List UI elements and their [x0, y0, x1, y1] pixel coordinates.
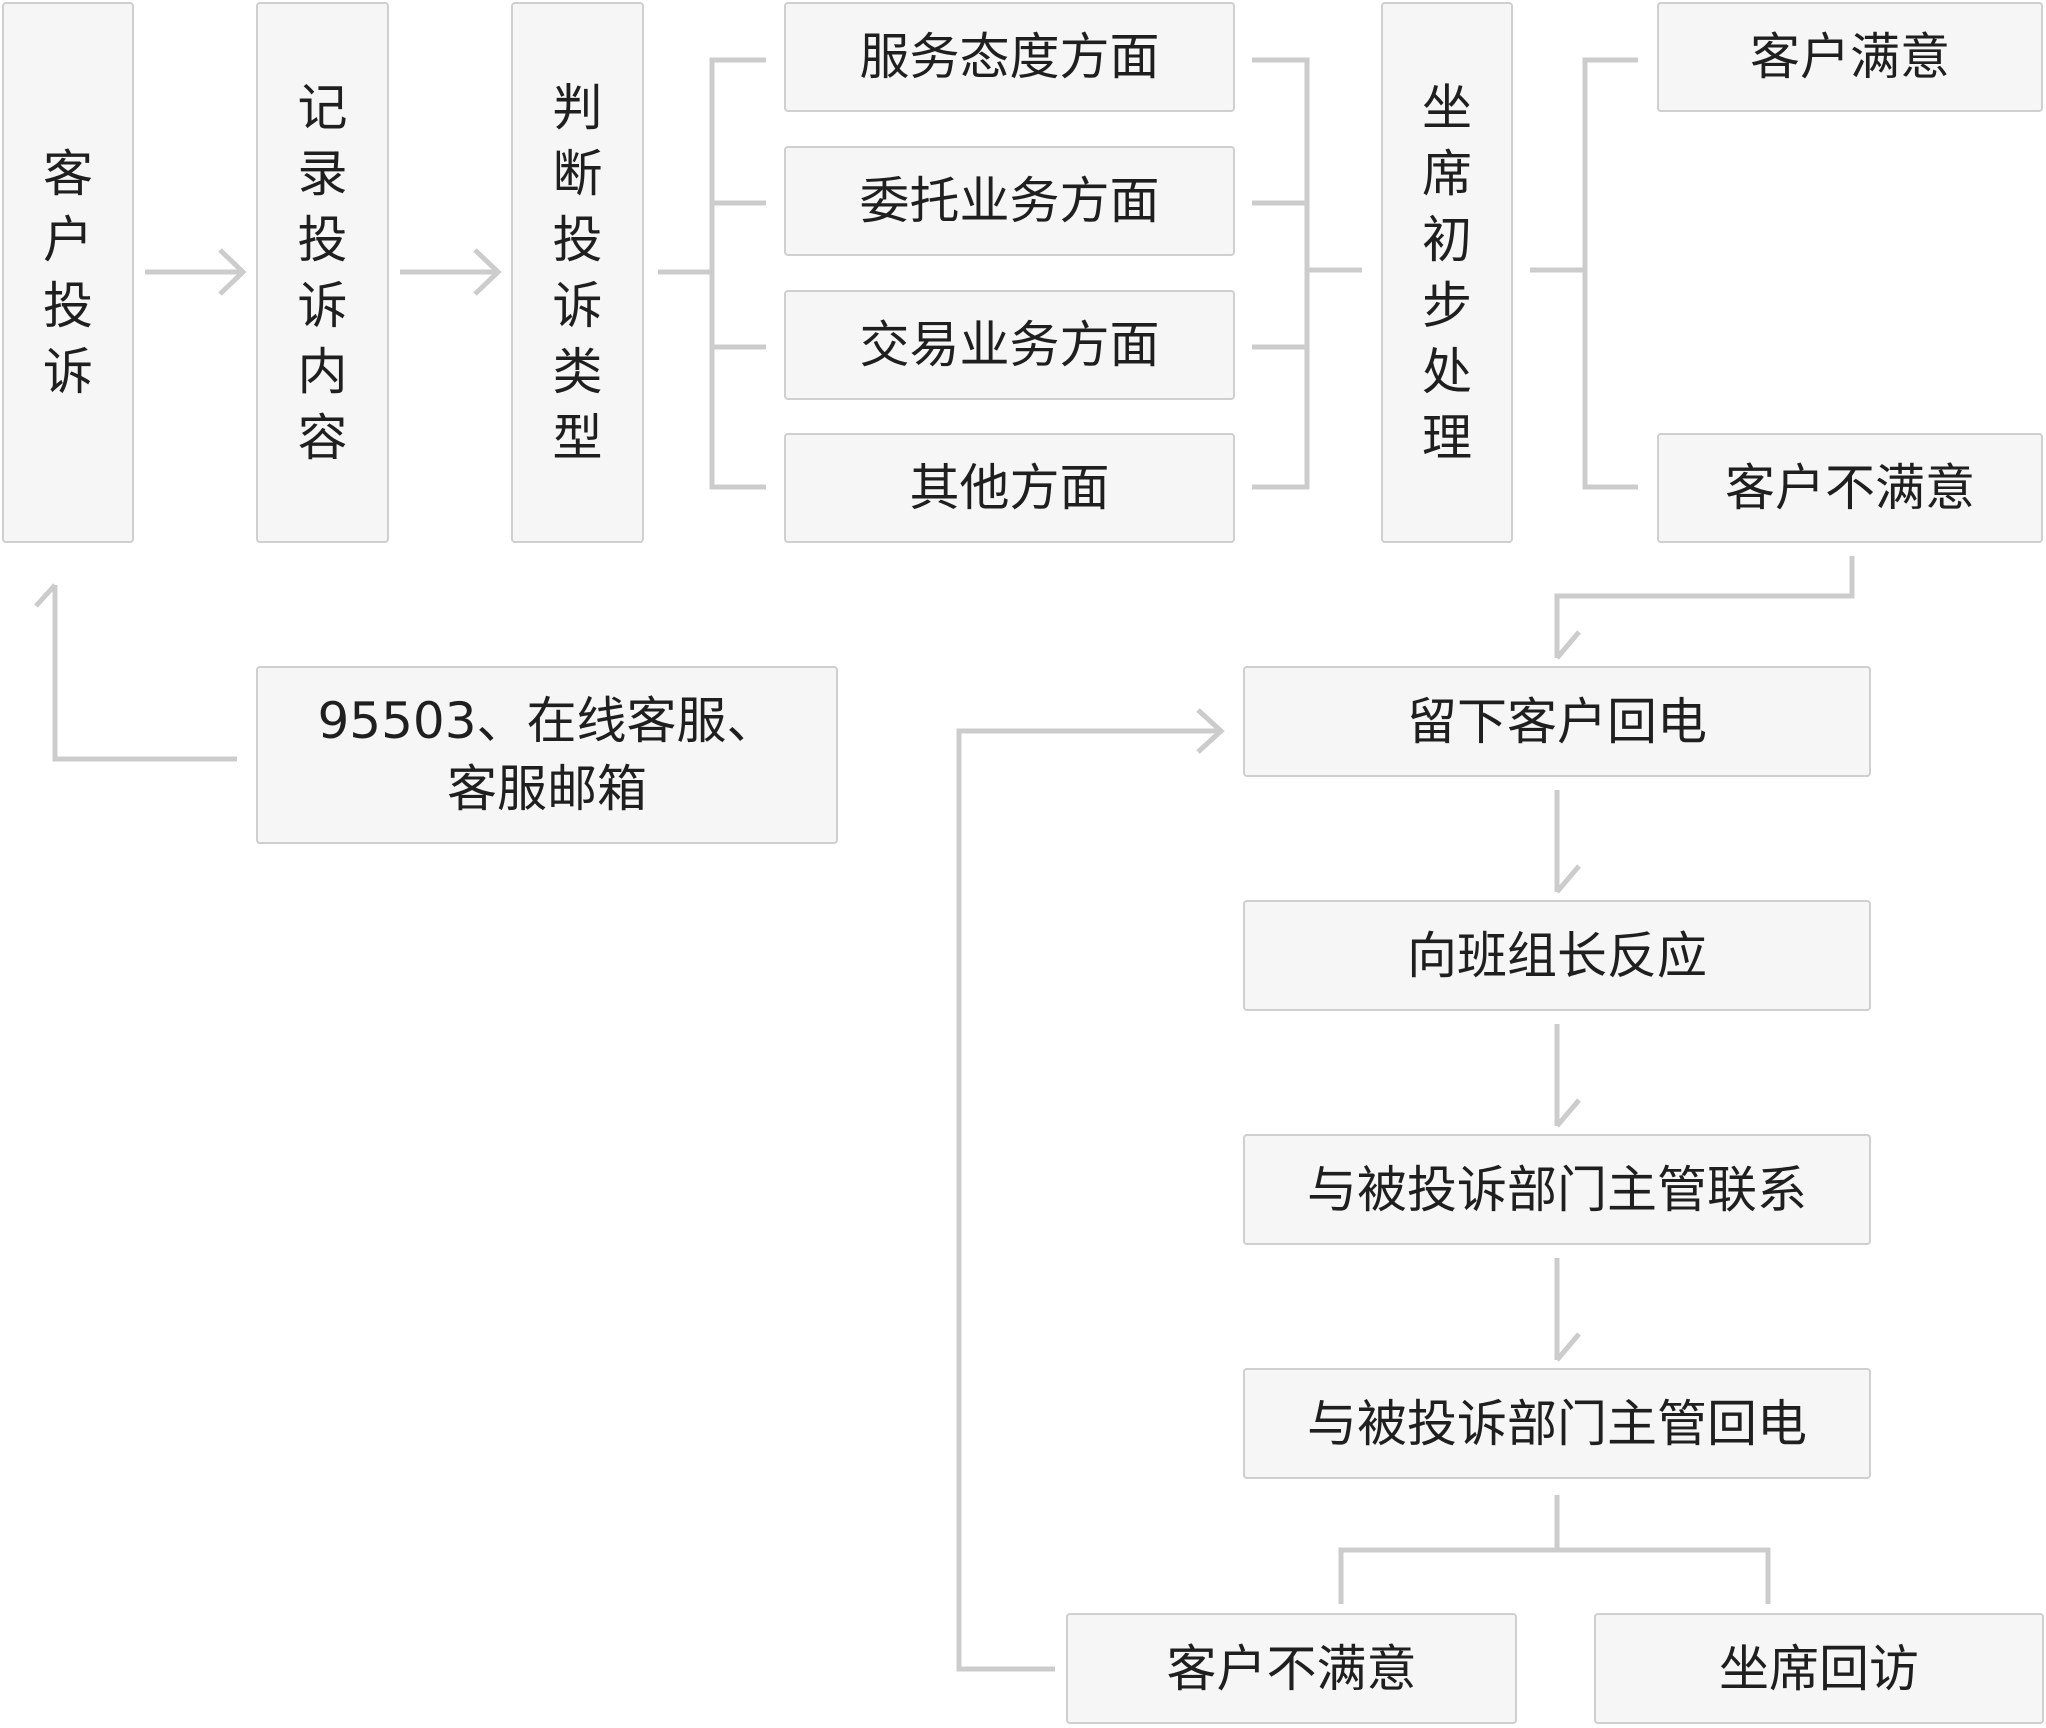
node-record-content-label: 记录投诉内容 [297, 78, 348, 467]
node-customer-unsatisfied: 客户不满意 [1657, 433, 2043, 543]
node-type-trading-business: 交易业务方面 [784, 290, 1235, 400]
node-type-other-label: 其他方面 [909, 459, 1110, 517]
node-report-team-leader: 向班组长反应 [1243, 900, 1871, 1011]
node-customer-complaint: 客户投诉 [2, 2, 134, 543]
node-type-trading-business-label: 交易业务方面 [859, 316, 1160, 374]
node-customer-satisfied-label: 客户满意 [1750, 28, 1950, 86]
node-type-entrusted-business: 委托业务方面 [784, 146, 1235, 256]
node-contact-department-supervisor: 与被投诉部门主管联系 [1243, 1134, 1871, 1245]
node-agent-initial-handling: 坐席初步处理 [1381, 2, 1513, 543]
node-customer-unsatisfied-label: 客户不满意 [1725, 459, 1975, 517]
node-report-team-leader-label: 向班组长反应 [1407, 926, 1707, 985]
node-complaint-channels-label: 95503、在线客服、 客服邮箱 [317, 692, 777, 818]
node-leave-callback: 留下客户回电 [1243, 666, 1871, 777]
node-final-customer-unsatisfied-label: 客户不满意 [1166, 1639, 1417, 1698]
node-supervisor-callback: 与被投诉部门主管回电 [1243, 1368, 1871, 1479]
node-type-other: 其他方面 [784, 433, 1235, 543]
node-type-entrusted-business-label: 委托业务方面 [859, 172, 1160, 230]
arrow-record-to-judge [400, 248, 502, 296]
bracket-types-to-agent [1252, 57, 1362, 490]
node-customer-complaint-label: 客户投诉 [43, 144, 93, 401]
node-final-customer-unsatisfied: 客户不满意 [1066, 1613, 1517, 1724]
arrow-unsatisfied-to-callback [1554, 556, 1855, 660]
node-judge-type-label: 判断投诉类型 [552, 78, 603, 467]
arrow-complaint-to-record [145, 248, 247, 296]
bracket-agent-to-outcomes [1530, 57, 1638, 490]
node-agent-revisit: 坐席回访 [1594, 1613, 2044, 1724]
arrow-channels-to-complaint [34, 583, 237, 762]
node-type-service-attitude: 服务态度方面 [784, 2, 1235, 112]
bracket-judge-to-types [658, 57, 766, 490]
node-record-content: 记录投诉内容 [256, 2, 389, 543]
split-manager-callback [1338, 1495, 1771, 1604]
node-customer-satisfied: 客户满意 [1657, 2, 2043, 112]
node-leave-callback-label: 留下客户回电 [1407, 692, 1707, 751]
node-complaint-channels: 95503、在线客服、 客服邮箱 [256, 666, 838, 844]
loop-unsatisfied-to-callback [956, 708, 1225, 1672]
arrow-report-to-contact [1554, 1024, 1581, 1128]
node-supervisor-callback-label: 与被投诉部门主管回电 [1307, 1394, 1807, 1453]
arrow-callback-to-report [1554, 790, 1581, 894]
node-contact-department-supervisor-label: 与被投诉部门主管联系 [1307, 1160, 1807, 1219]
node-judge-type: 判断投诉类型 [511, 2, 644, 543]
node-type-service-attitude-label: 服务态度方面 [859, 28, 1160, 86]
node-agent-initial-handling-label: 坐席初步处理 [1422, 78, 1472, 467]
arrow-contact-to-manager-callback [1554, 1258, 1581, 1362]
node-agent-revisit-label: 坐席回访 [1719, 1639, 1919, 1698]
